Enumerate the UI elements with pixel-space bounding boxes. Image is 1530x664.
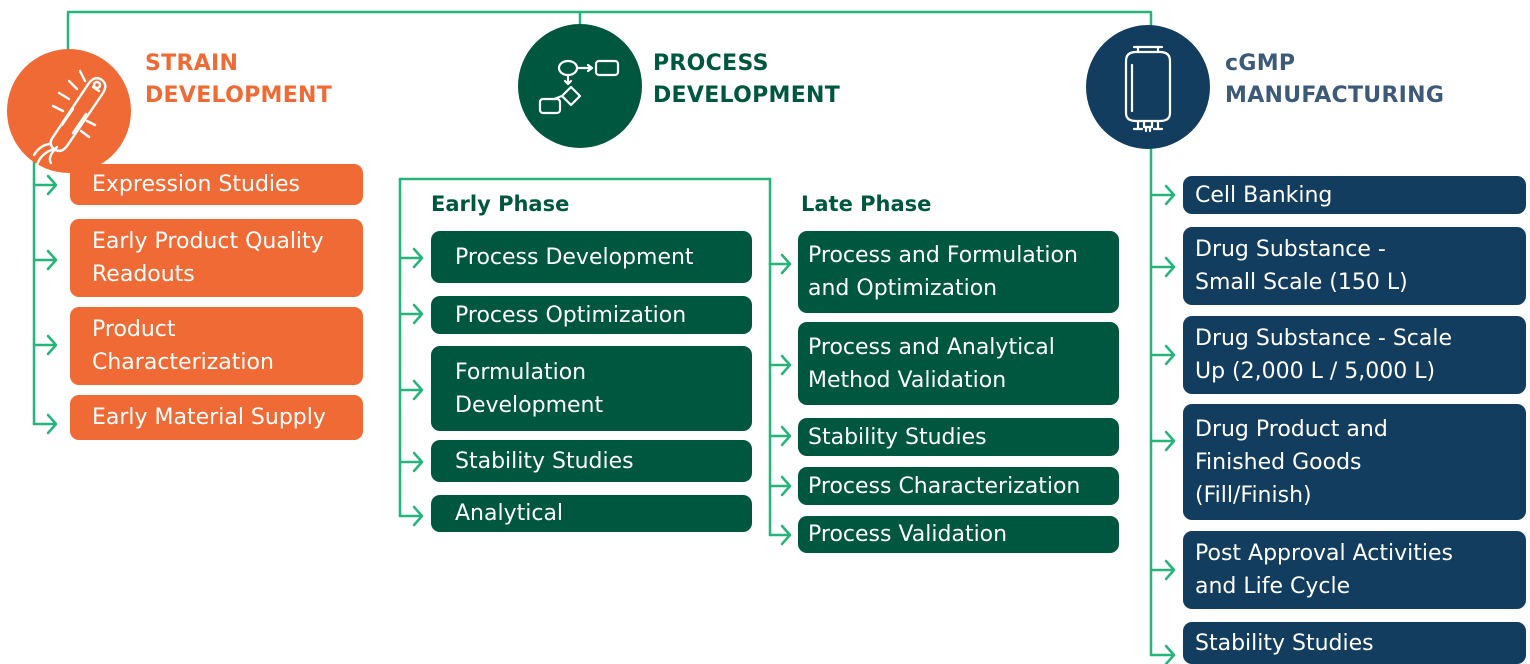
- connector-arrow: [1149, 344, 1176, 366]
- early-item-analytical: Analytical: [431, 495, 752, 532]
- late-phase-title: Late Phase: [801, 192, 932, 216]
- early-item-stability-studies: Stability Studies: [431, 440, 752, 482]
- cgmp-item-cell-banking: Cell Banking: [1183, 176, 1526, 214]
- late-item-stability-studies: Stability Studies: [798, 418, 1119, 456]
- connector-arrow: [1149, 256, 1176, 278]
- connector-arrow: [398, 303, 424, 325]
- strain-circle: [7, 49, 131, 173]
- cgmp-heading: cGMP MANUFACTURING: [1225, 51, 1445, 108]
- connector-arrow: [32, 413, 58, 435]
- connector-arrow: [768, 425, 792, 447]
- early-item-process-development: Process Development: [431, 231, 752, 283]
- late-item-process-characterization: Process Characterization: [798, 467, 1119, 505]
- strain-item-expression-studies: Expression Studies: [70, 164, 363, 205]
- connector-arrow: [398, 379, 424, 401]
- connector-arrow: [1149, 559, 1176, 581]
- early-item-process-optimization: Process Optimization: [431, 296, 752, 334]
- connector-arrow: [398, 505, 424, 527]
- late-item-process-formulation: Process and Formulation and Optimization: [798, 231, 1119, 313]
- strain-heading: STRAIN DEVELOPMENT: [145, 51, 333, 108]
- cgmp-item-drug-substance-small: Drug Substance - Small Scale (150 L): [1183, 227, 1526, 305]
- connector-arrow: [768, 475, 792, 497]
- connector-arrow: [1149, 644, 1176, 664]
- connector-arrow: [32, 249, 58, 271]
- cgmp-item-drug-substance-scale-up: Drug Substance - Scale Up (2,000 L / 5,0…: [1183, 316, 1526, 394]
- connector-arrow: [32, 174, 58, 196]
- connector-arrow: [768, 524, 792, 546]
- cgmp-item-drug-product: Drug Product and Finished Goods (Fill/Fi…: [1183, 404, 1526, 520]
- cgmp-item-post-approval: Post Approval Activities and Life Cycle: [1183, 531, 1526, 609]
- connector-arrow: [32, 334, 58, 356]
- connector-arrow: [768, 354, 792, 376]
- connector-arrow: [398, 451, 424, 473]
- late-item-process-analytical: Process and Analytical Method Validation: [798, 322, 1119, 405]
- cgmp-item-stability-studies: Stability Studies: [1183, 622, 1526, 664]
- early-item-formulation-development: Formulation Development: [431, 346, 752, 431]
- bioreactor-icon: [1124, 45, 1172, 133]
- connector-arrow: [398, 247, 424, 269]
- strain-item-early-material-supply: Early Material Supply: [70, 395, 363, 440]
- process-circle: [518, 24, 642, 148]
- strain-item-product-characterization: Product Characterization: [70, 307, 363, 385]
- connector-arrow: [768, 253, 792, 275]
- cgmp-circle: [1086, 25, 1210, 149]
- process-heading: PROCESS DEVELOPMENT: [653, 51, 841, 108]
- late-item-process-validation: Process Validation: [798, 516, 1119, 553]
- connector-arrow: [1149, 184, 1176, 206]
- strain-item-early-product-quality: Early Product Quality Readouts: [70, 219, 363, 297]
- early-phase-title: Early Phase: [431, 192, 570, 216]
- flowchart-icon: [538, 59, 620, 115]
- bacterium-icon: [32, 69, 107, 167]
- connector-arrow: [1149, 430, 1176, 452]
